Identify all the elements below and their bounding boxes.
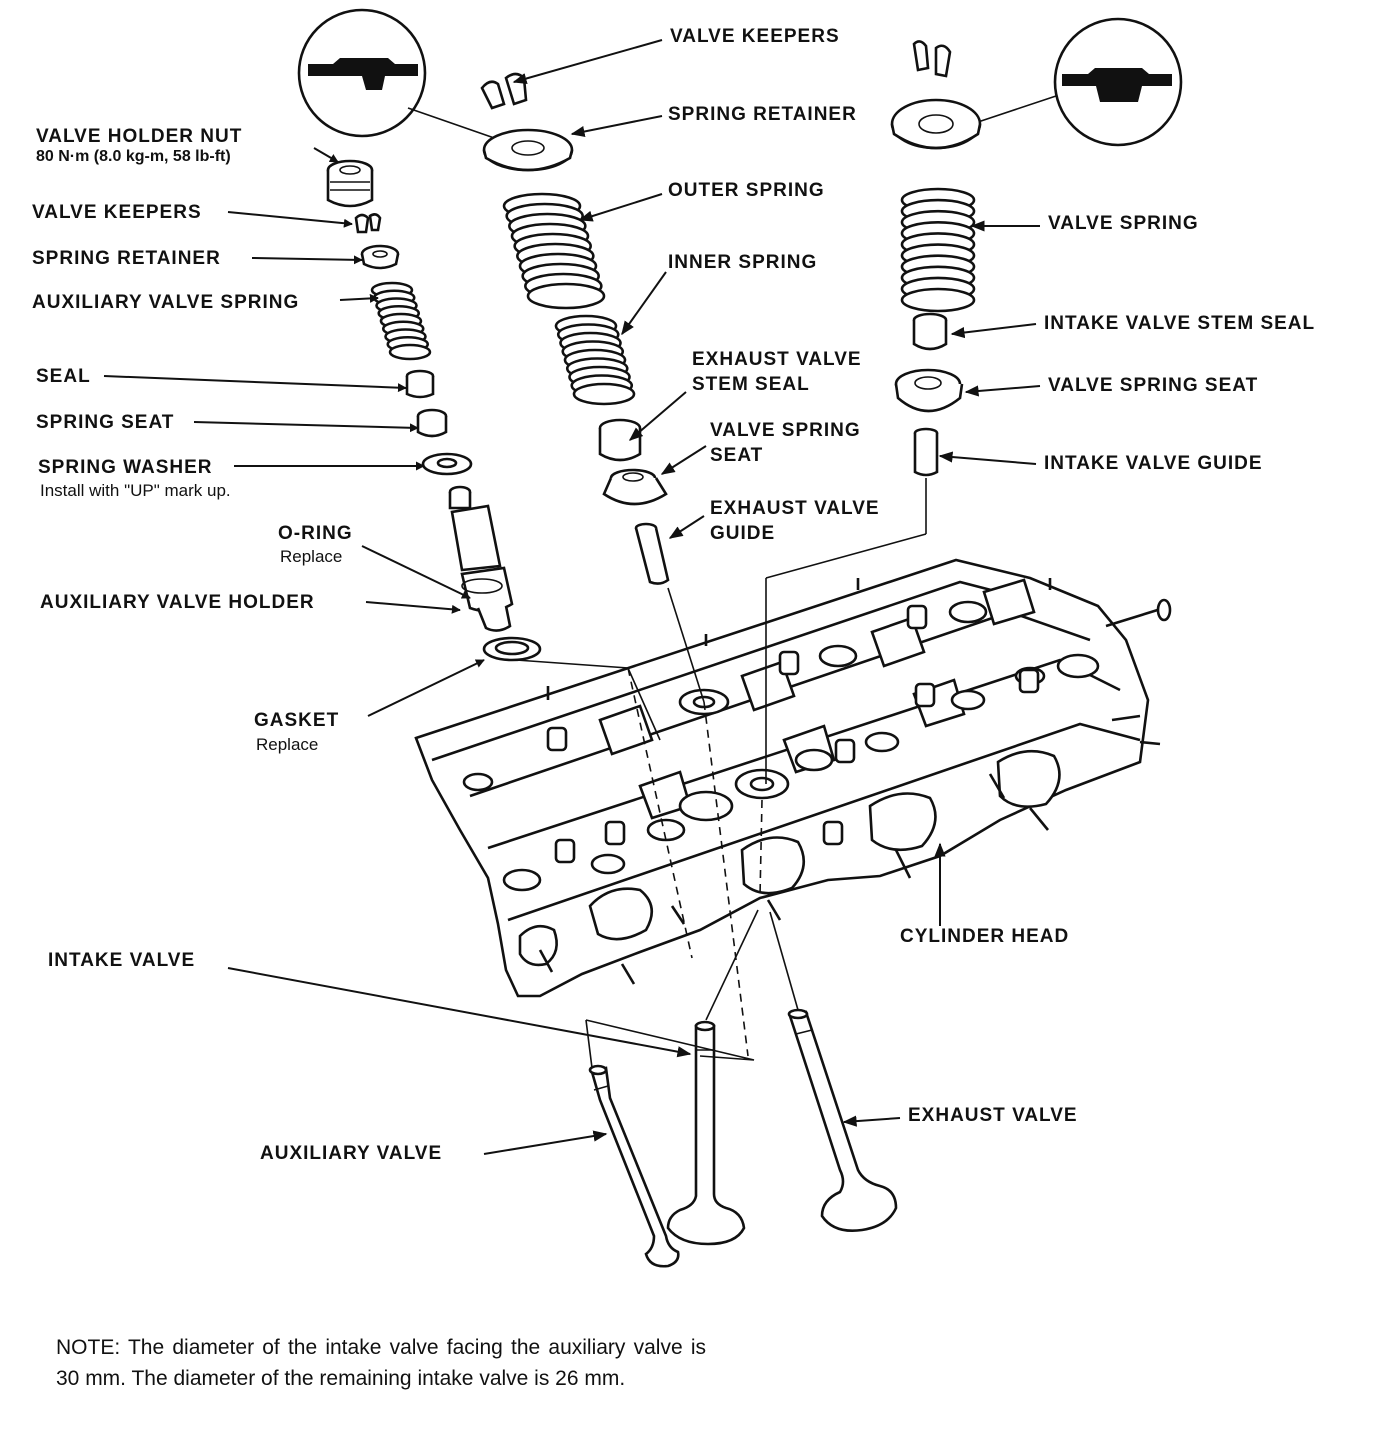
spring-retainer-left-label: SPRING RETAINER: [32, 248, 221, 269]
seal-label: SEAL: [36, 366, 91, 387]
valve-spring-seat-mid-label-line2: SEAT: [710, 445, 764, 466]
auxiliary-valve-label: AUXILIARY VALVE: [260, 1143, 443, 1164]
intake-valve-part: [666, 1020, 746, 1246]
spring-retainer-left-part: [360, 244, 400, 270]
valve-keepers-left-label: VALVE KEEPERS: [32, 202, 202, 223]
outer-spring-label: OUTER SPRING: [668, 180, 825, 201]
auxiliary-valve-holder-label: AUXILIARY VALVE HOLDER: [40, 592, 315, 613]
outer-spring-part: [502, 192, 606, 310]
valve-keepers-left-part: [354, 213, 382, 234]
intake-valve-guide-label: INTAKE VALVE GUIDE: [1044, 453, 1263, 474]
spring-coil: [900, 287, 976, 313]
diameter-note: NOTE: The diameter of the intake valve f…: [56, 1336, 706, 1390]
exhaust-valve-stem-seal-part: [598, 418, 642, 462]
valve-spring-label: VALVE SPRING: [1048, 213, 1199, 234]
valve-keepers-top-part: [480, 72, 528, 110]
spring-washer-part: [421, 452, 473, 476]
valve-spring-part: [900, 187, 976, 313]
gasket-label: GASKET: [254, 710, 340, 731]
auxiliary-valve-holder-part: [448, 485, 514, 632]
o-ring-note: Replace: [280, 547, 343, 566]
valve-holder-nut-torque: 80 N·m (8.0 kg-m, 58 lb-ft): [36, 148, 231, 165]
valve-keepers-right-part: [912, 40, 952, 78]
valve-holder-nut-part: [326, 159, 374, 208]
valve-spring-seat-mid-part: [602, 468, 668, 506]
intake-valve-guide-part: [913, 427, 939, 477]
auxiliary-valve-spring-part: [370, 281, 432, 361]
gasket-part: [482, 636, 542, 662]
exhaust-valve-part: [787, 1008, 898, 1232]
spring-washer-note: Install with "UP" mark up.: [40, 481, 231, 500]
valve-spring-seat-right-part: [894, 368, 964, 413]
spring-seat-part: [416, 408, 448, 438]
spring-coil: [572, 382, 636, 406]
spring-retainer-right-part: [890, 98, 982, 150]
exhaust-valve-label: EXHAUST VALVE: [908, 1105, 1078, 1126]
spring-coil: [388, 343, 432, 361]
cylinder-head-part: [414, 558, 1172, 998]
gasket-note: Replace: [256, 735, 319, 754]
spring-seat-label: SPRING SEAT: [36, 412, 175, 433]
valve-holder-nut-label: VALVE HOLDER NUT: [36, 126, 243, 147]
o-ring-label: O-RING: [278, 523, 353, 544]
intake-valve-label: INTAKE VALVE: [48, 950, 196, 971]
spring-retainer-top-label: SPRING RETAINER: [668, 104, 857, 125]
exhaust-valve-guide-label-line2: GUIDE: [710, 523, 776, 544]
intake-valve-stem-seal-label: INTAKE VALVE STEM SEAL: [1044, 313, 1316, 334]
right-retainer-detail-circle: [977, 17, 1183, 147]
seal-part: [405, 369, 435, 399]
leader-lines: [103, 39, 1041, 1155]
alignment-lines: [515, 478, 927, 1069]
valve-spring-seat-right-label: VALVE SPRING SEAT: [1048, 375, 1259, 396]
exhaust-valve-guide-part: [634, 522, 670, 585]
inner-spring-label: INNER SPRING: [668, 252, 818, 273]
left-retainer-detail-circle: [297, 8, 501, 141]
exhaust-valve-stem-seal-label-line2: STEM SEAL: [692, 374, 810, 395]
cylinder-head-label: CYLINDER HEAD: [900, 926, 1070, 947]
intake-valve-stem-seal-part: [912, 312, 948, 351]
exhaust-valve-guide-label-line1: EXHAUST VALVE: [710, 498, 880, 519]
auxiliary-valve-spring-label: AUXILIARY VALVE SPRING: [32, 292, 300, 313]
spring-coil: [526, 282, 606, 310]
inner-spring-part: [554, 314, 636, 406]
auxiliary-valve-part: [588, 1064, 680, 1268]
valve-spring-seat-mid-label-line1: VALVE SPRING: [710, 420, 861, 441]
exhaust-valve-stem-seal-label-line1: EXHAUST VALVE: [692, 349, 862, 370]
valve-keepers-top-label: VALVE KEEPERS: [670, 26, 840, 47]
spring-retainer-top-part: [482, 128, 574, 172]
spring-washer-label: SPRING WASHER: [38, 457, 213, 478]
